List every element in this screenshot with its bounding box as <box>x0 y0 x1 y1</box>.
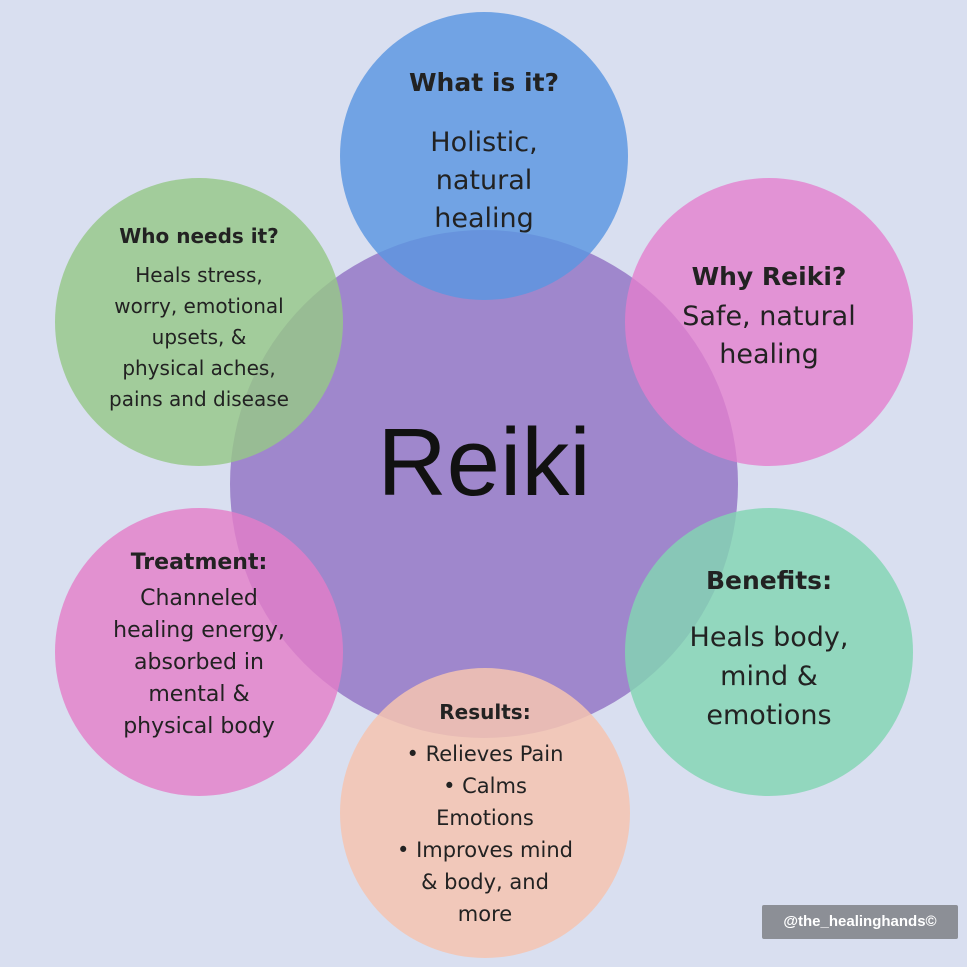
benefits-circle <box>625 508 913 796</box>
treatment-title: Treatment: <box>130 550 268 575</box>
why-circle <box>625 178 913 466</box>
results-body: • Relieves Pain • Calms Emotions • Impro… <box>397 742 573 926</box>
results-circle <box>340 668 630 958</box>
who-circle <box>55 178 343 466</box>
what-circle <box>340 12 628 300</box>
results-title: Results: <box>439 700 531 724</box>
benefits-body: Heals body, mind & emotions <box>689 622 849 731</box>
who-body: Heals stress, worry, emotional upsets, &… <box>109 263 289 411</box>
watermark-label: @the_healinghands© <box>762 905 958 939</box>
treatment-circle <box>55 508 343 796</box>
what-body: Holistic, natural healing <box>430 127 538 234</box>
center-label: Reiki <box>377 409 591 516</box>
benefits-title: Benefits: <box>705 566 833 595</box>
what-title: What is it? <box>408 68 560 97</box>
why-body: Safe, natural healing <box>682 301 856 370</box>
who-title: Who needs it? <box>119 224 279 248</box>
treatment-body: Channeled healing energy, absorbed in me… <box>113 586 285 739</box>
why-title: Why Reiki? <box>691 262 847 291</box>
